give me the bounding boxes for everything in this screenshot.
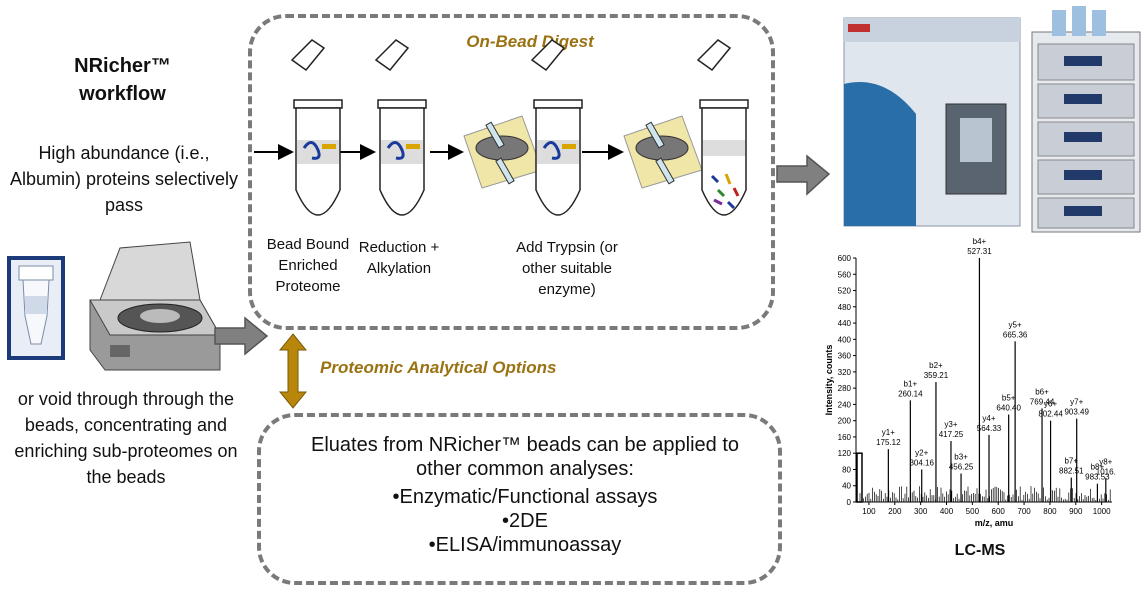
spectrum-y-tick-label: 560	[838, 270, 852, 279]
tube-digested	[696, 39, 749, 216]
spectrum-peak-mz: 527.31	[967, 247, 992, 256]
spectrum-y-tick-label: 600	[838, 254, 852, 263]
spectrum-y-tick-label: 240	[838, 400, 852, 409]
spectrum-peak-mz: 882.51	[1059, 467, 1084, 476]
spectrum-peak-mz: 983.53	[1085, 473, 1110, 482]
spectrum-peak-ion: b3+	[954, 453, 968, 462]
eluate-item-enzymatic: •Enzymatic/Functional assays	[392, 486, 658, 508]
spectrum-y-tick-label: 200	[838, 417, 852, 426]
spectrum-peak-mz: 175.12	[876, 438, 901, 447]
spectrum-y-tick-label: 440	[838, 319, 852, 328]
spectrum-peak-ion: b4+	[973, 237, 987, 246]
step-label-bead-bound: Bead Bound Enriched Proteome	[266, 236, 350, 295]
eluates-box	[257, 413, 782, 585]
void-through-text: or void through through the beads, conce…	[14, 389, 238, 487]
high-abundance-text: High abundance (i.e., Albumin) proteins …	[9, 143, 239, 215]
spectrum-x-tick-label: 400	[940, 507, 954, 516]
step-label-trypsin: Add Trypsin (or other suitable enzyme)	[516, 239, 618, 298]
spectrum-peak-ion: b7+	[1064, 457, 1078, 466]
spectrum-peak-ion: b1+	[904, 379, 918, 388]
spectrum-x-tick-label: 300	[914, 507, 928, 516]
spectrum-y-tick-label: 480	[838, 303, 852, 312]
gold-double-arrow	[278, 333, 308, 409]
eluates-intro: Eluates from NRicher™ beads can be appli…	[310, 434, 739, 480]
options-label: Proteomic Analytical Options	[320, 358, 557, 377]
spectrum-highlight-box	[856, 452, 863, 503]
spectrum-peak-mz: 802.44	[1038, 410, 1063, 419]
spectrum-y-tick-label: 400	[838, 335, 852, 344]
spectrum-peak-ion: b2+	[929, 361, 943, 370]
spectrum-peak-ion: y2+	[915, 448, 928, 457]
spectrum-x-tick-label: 800	[1043, 507, 1057, 516]
spectrum-x-tick-label: 1000	[1093, 507, 1111, 516]
spectrum-x-label: m/z, amu	[975, 518, 1014, 528]
spectrum-peak-mz: 564.33	[977, 424, 1002, 433]
spectrum-peak-ion: y4+	[982, 414, 995, 423]
arrow-to-lcms	[776, 154, 831, 196]
eluate-item-elisa: •ELISA/immunoassay	[428, 534, 622, 556]
lcms-label: LC-MS	[954, 542, 1006, 559]
spectrum-peak-mz: 456.25	[949, 463, 974, 472]
spectrum-y-tick-label: 360	[838, 352, 852, 361]
spectrum-y-tick-label: 40	[842, 482, 851, 491]
centrifuge-image	[89, 241, 221, 371]
spectrum-peak-mz: 1016.	[1096, 467, 1116, 476]
ms-spectrum-plot: 6005605204804404003603202802402001601208…	[824, 237, 1116, 528]
spectrum-peak-ion: y5+	[1009, 320, 1022, 329]
spin-column-image	[7, 256, 65, 360]
spectrum-x-tick-label: 200	[888, 507, 902, 516]
spectrum-x-tick-label: 600	[992, 507, 1006, 516]
tube-add-trypsin	[530, 39, 583, 216]
spectrum-y-tick-label: 280	[838, 384, 852, 393]
spectrum-peak-mz: 769.44	[1030, 397, 1055, 406]
spectrum-peak-ion: b8+	[1091, 463, 1105, 472]
spectrum-y-tick-label: 320	[838, 368, 852, 377]
spectrum-peak-ion: y6+	[1044, 400, 1057, 409]
heat-block-2	[623, 115, 703, 189]
workflow-title: NRicher™ workflow	[74, 55, 171, 105]
spectrum-peak-mz: 359.21	[924, 371, 949, 380]
spectrum-peak-ion: y8+	[1099, 457, 1112, 466]
spectrum-y-tick-label: 120	[838, 449, 852, 458]
spectrum-y-tick-label: 80	[842, 465, 851, 474]
digest-workflow-drawing	[254, 39, 749, 216]
spectrum-peak-ion: y7+	[1070, 398, 1083, 407]
spectrum-y-tick-label: 0	[847, 498, 852, 507]
spectrum-peak-mz: 417.25	[939, 430, 964, 439]
eluate-item-2de: •2DE	[502, 510, 548, 532]
on-bead-digest-box	[248, 14, 775, 330]
spectrum-peak-ion: y1+	[882, 428, 895, 437]
spectrum-x-tick-label: 100	[862, 507, 876, 516]
spectrum-x-tick-label: 700	[1017, 507, 1031, 516]
heat-block-1	[463, 115, 543, 189]
spectrum-peak-mz: 903.49	[1064, 408, 1089, 417]
spectrum-x-tick-label: 500	[966, 507, 980, 516]
step-label-reduction: Reduction + Alkylation	[358, 239, 440, 277]
tube-reduction	[374, 39, 427, 216]
spectrum-peak-ion: b6+	[1035, 387, 1049, 396]
spectrum-peak-mz: 304.16	[909, 458, 934, 467]
spectrum-peak-ion: y3+	[944, 420, 957, 429]
spectrum-peak-mz: 260.14	[898, 389, 923, 398]
spectrum-peak-ion: b5+	[1002, 394, 1016, 403]
spectrum-x-tick-label: 900	[1069, 507, 1083, 516]
spectrum-peak-mz: 665.36	[1003, 330, 1028, 339]
spectrum-y-tick-label: 160	[838, 433, 852, 442]
spectrum-y-label: Intensity, counts	[824, 345, 834, 416]
spectrum-peak-mz: 640.40	[996, 404, 1021, 413]
arrow-to-digest	[214, 316, 269, 356]
tube-bead-bound	[290, 39, 343, 216]
lcms-instrument-image	[843, 6, 1141, 233]
spectrum-y-tick-label: 520	[838, 287, 852, 296]
